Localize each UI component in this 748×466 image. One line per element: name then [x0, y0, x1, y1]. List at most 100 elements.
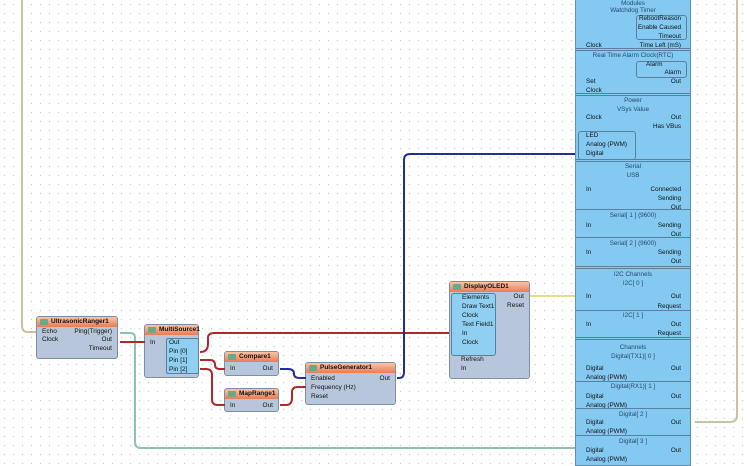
section-modules: Modules: [621, 0, 645, 7]
led-label: LED: [586, 132, 599, 139]
group-label: Out: [169, 339, 180, 346]
pin-frequency[interactable]: Frequency (Hz): [311, 384, 356, 391]
serial-title: Serial: [624, 163, 642, 170]
pin-clock[interactable]: Clock: [462, 312, 479, 319]
node-compare[interactable]: Compare1 In Out: [224, 351, 279, 376]
compare-icon: [228, 354, 236, 360]
wire-compare-to-enabled[interactable]: [280, 368, 306, 379]
divider: [576, 159, 690, 162]
pin-d0-out[interactable]: Out: [670, 365, 681, 372]
pin-2[interactable]: Pin [2]: [169, 366, 188, 373]
pin-out[interactable]: Out: [262, 402, 273, 409]
node-header[interactable]: Compare1: [225, 352, 278, 362]
node-maprange[interactable]: MapRange1 In Out: [224, 388, 279, 412]
node-title: PulseGenerator1: [320, 364, 373, 371]
usb-title: USB: [626, 172, 640, 179]
wire-maprange-to-frequency[interactable]: [280, 386, 306, 406]
alarm-label: Alarm: [646, 61, 663, 68]
pin-serial1-in[interactable]: In: [586, 222, 592, 229]
pin-serial2-sending[interactable]: Sending: [657, 249, 681, 256]
pin-timeout[interactable]: Timeout: [658, 33, 681, 40]
pin-rtc-out[interactable]: Out: [670, 78, 681, 85]
node-header[interactable]: PulseGenerator1: [306, 363, 395, 373]
pin-out[interactable]: Out: [513, 293, 524, 300]
pin-i2c0-out[interactable]: Out: [670, 293, 681, 300]
divider: [576, 381, 690, 382]
pin-serial1-sending[interactable]: Sending: [657, 222, 681, 229]
pin-refresh[interactable]: Refresh: [461, 356, 484, 363]
pin-usb-out[interactable]: Out: [670, 204, 681, 211]
wire-pin0-to-textfield[interactable]: [199, 332, 449, 353]
pin-vsys-out[interactable]: Out: [670, 114, 681, 121]
pin-in[interactable]: In: [230, 402, 236, 409]
pin-usb-in[interactable]: In: [586, 186, 592, 193]
pin-out[interactable]: Out: [101, 336, 112, 343]
display-icon: [453, 284, 461, 290]
pin-serial2-in[interactable]: In: [586, 249, 592, 256]
node-header[interactable]: DisplayOLED1: [450, 282, 529, 292]
pin-enable-caused[interactable]: Enable Caused: [637, 24, 681, 31]
pin-d2-digital[interactable]: Digital: [586, 419, 604, 426]
pin-d3-out[interactable]: Out: [670, 447, 681, 454]
i2c1-title: I2C[ 1 ]: [622, 312, 644, 319]
element-draw-text[interactable]: Draw Text1: [462, 303, 495, 310]
pin-enabled[interactable]: Enabled: [311, 375, 335, 382]
element-text-field[interactable]: Text Field1: [462, 321, 494, 328]
rtc-title: Real Time Alarm Clock(RTC): [592, 52, 674, 59]
pin-set[interactable]: Set: [586, 78, 596, 85]
node-header[interactable]: MultiSource1: [145, 325, 200, 335]
pin-d2-out[interactable]: Out: [670, 419, 681, 426]
pin-1[interactable]: Pin [1]: [169, 357, 188, 364]
wire-pin2-to-maprange[interactable]: [200, 368, 225, 406]
pin-usb-connected[interactable]: Connected: [650, 186, 681, 193]
pin-echo[interactable]: Echo: [42, 328, 57, 335]
pin-led-analog[interactable]: Analog (PWM): [586, 141, 627, 148]
pin-d0-digital[interactable]: Digital: [586, 365, 604, 372]
pin-ping[interactable]: Ping(Trigger): [74, 328, 112, 335]
pin-d3-digital[interactable]: Digital: [586, 447, 604, 454]
node-ultrasonic-ranger[interactable]: UltrasonicRanger1 Echo Clock Ping(Trigge…: [36, 316, 118, 359]
pin-0[interactable]: Pin [0]: [169, 348, 188, 355]
node-display-oled[interactable]: DisplayOLED1 Elements Draw Text1 Clock T…: [449, 281, 530, 379]
pin-has-vbus[interactable]: Has VBus: [653, 123, 681, 130]
pin-clock[interactable]: Clock: [462, 339, 479, 346]
elements-group[interactable]: Elements Draw Text1 Clock Text Field1 In…: [451, 293, 496, 356]
pin-led-digital[interactable]: Digital: [586, 150, 604, 157]
pin-d2-analog[interactable]: Analog (PWM): [586, 428, 627, 435]
d3-title: Digital[ 3 ]: [619, 438, 647, 445]
pin-usb-sending[interactable]: Sending: [657, 195, 681, 202]
elements-label: Elements: [462, 294, 490, 301]
wire-pin1-to-compare[interactable]: [200, 359, 225, 370]
pin-i2c1-out[interactable]: Out: [670, 321, 681, 328]
pin-serial2-out[interactable]: Out: [670, 258, 681, 265]
arduino-board[interactable]: Modules Watchdog Timer RebootReason Enab…: [575, 0, 691, 466]
pin-out[interactable]: Out: [379, 375, 390, 382]
pin-d1-out[interactable]: Out: [670, 393, 681, 400]
pin-in[interactable]: In: [150, 339, 156, 346]
pin-i2c0-in[interactable]: In: [586, 293, 592, 300]
d2-title: Digital[ 2 ]: [619, 411, 647, 418]
pin-alarm[interactable]: Alarm: [664, 69, 681, 76]
node-header[interactable]: UltrasonicRanger1: [37, 317, 117, 327]
pin-in[interactable]: In: [461, 365, 467, 372]
pin-timeout[interactable]: Timeout: [88, 345, 112, 352]
pin-reset[interactable]: Reset: [507, 302, 524, 309]
node-title: MapRange1: [239, 390, 276, 397]
pin-in[interactable]: In: [462, 330, 468, 337]
pin-clock[interactable]: Clock: [42, 336, 59, 343]
pin-in[interactable]: In: [230, 365, 236, 372]
d1-title: Digital(RX1)[ 1 ]: [610, 383, 656, 390]
node-title: UltrasonicRanger1: [51, 318, 109, 325]
i2c0-title: I2C[ 0 ]: [622, 280, 644, 287]
pin-d1-digital[interactable]: Digital: [586, 393, 604, 400]
node-pulse-generator[interactable]: PulseGenerator1 Enabled Frequency (Hz) R…: [305, 362, 396, 405]
pin-reset[interactable]: Reset: [311, 393, 328, 400]
pin-i2c1-in[interactable]: In: [586, 321, 592, 328]
divider: [576, 93, 690, 96]
node-multisource[interactable]: MultiSource1 In Out Pin [0] Pin [1] Pin …: [144, 324, 200, 378]
pin-d3-analog[interactable]: Analog (PWM): [586, 456, 627, 463]
pin-vsys-clock[interactable]: Clock: [586, 114, 602, 121]
node-header[interactable]: MapRange1: [225, 389, 278, 399]
watchdog-title: Watchdog Timer: [610, 7, 656, 14]
pin-out[interactable]: Out: [262, 365, 273, 372]
